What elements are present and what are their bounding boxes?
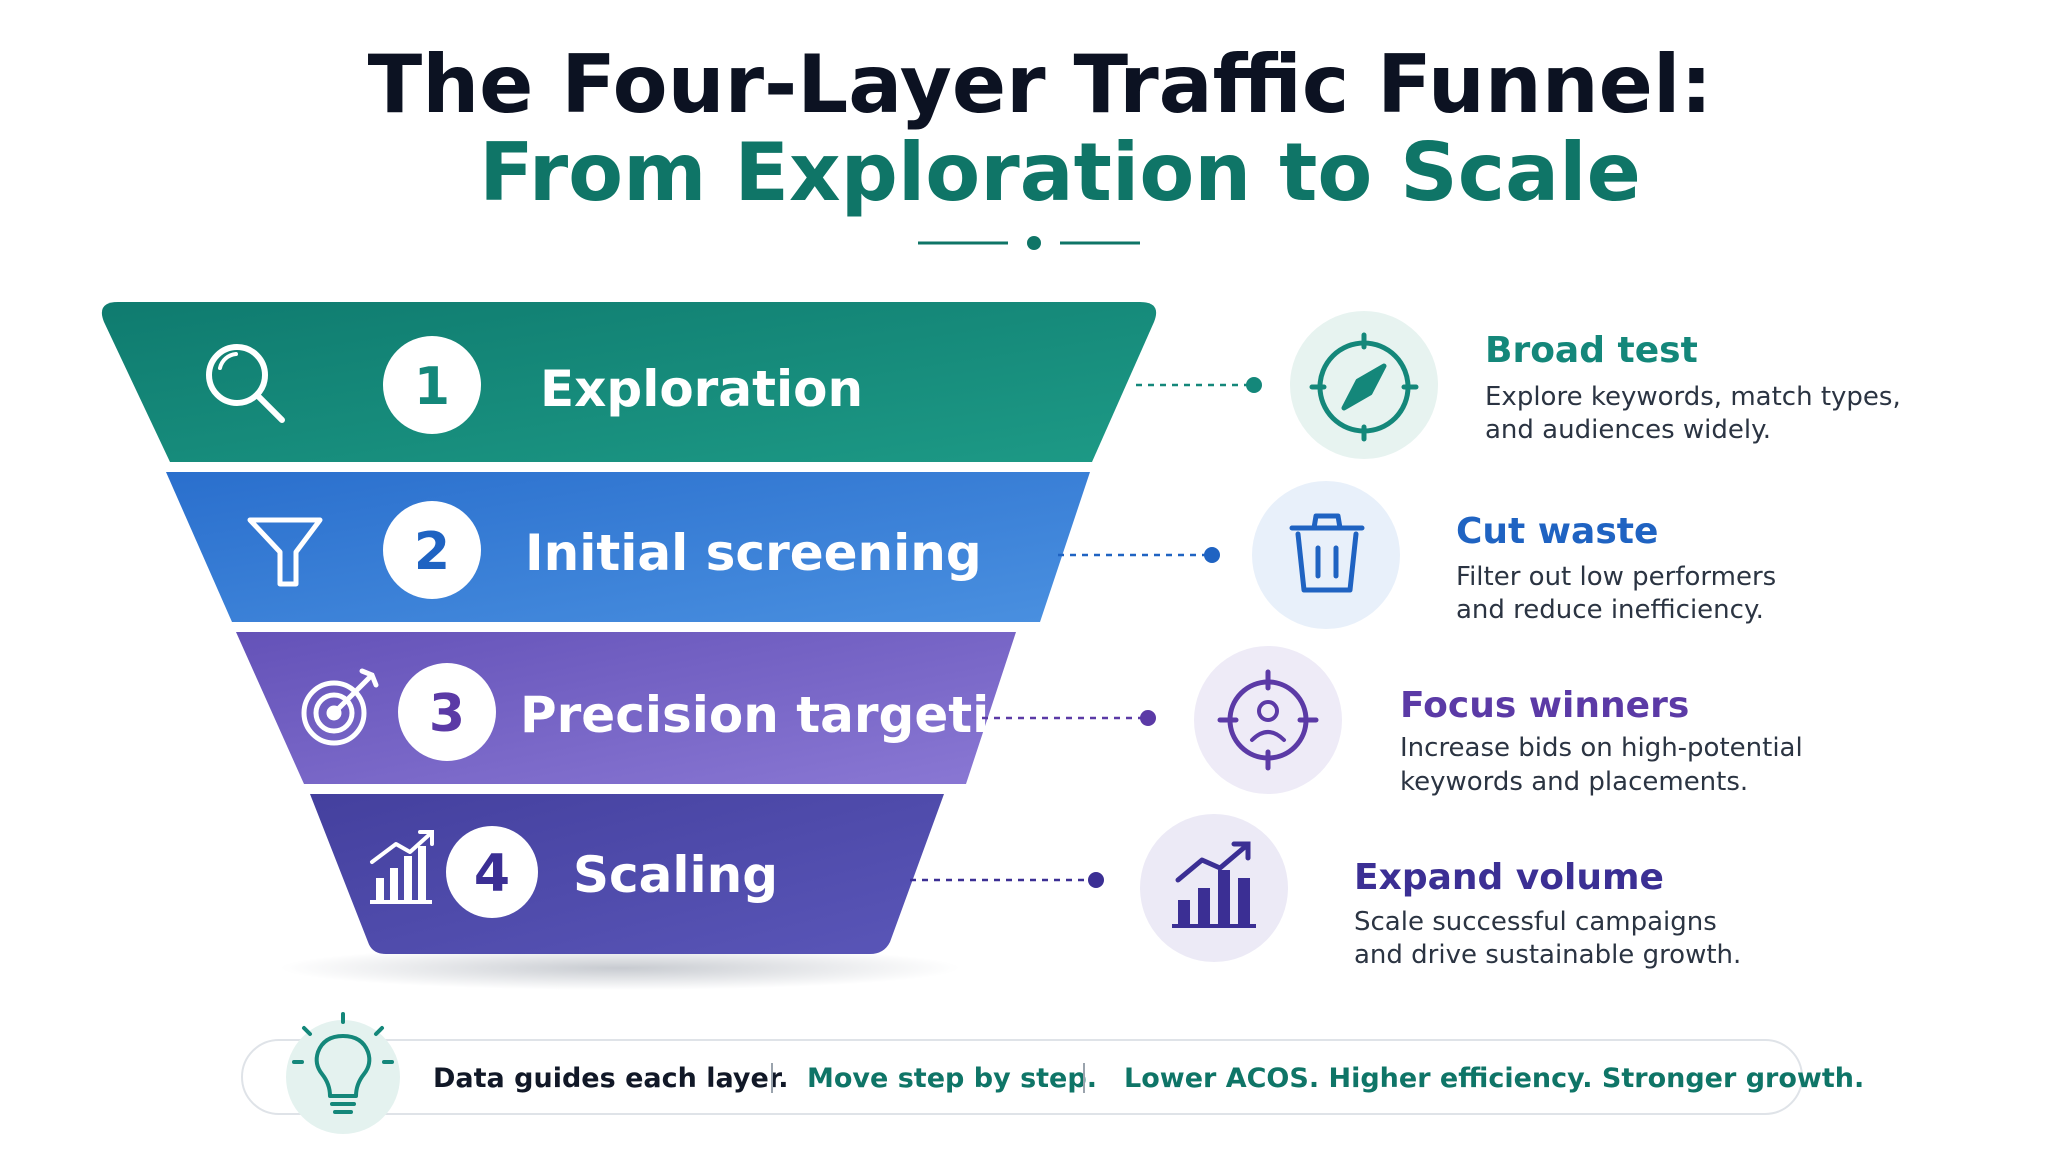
connector-3: [982, 710, 1156, 726]
connector-4: [910, 872, 1104, 888]
step-number-badge: [383, 336, 481, 434]
detail-heading: Expand volume: [1354, 857, 1664, 898]
layer-label: Exploration: [540, 360, 863, 418]
layer-label: Scaling: [573, 846, 778, 904]
funnel-shadow: [280, 946, 960, 990]
detail-icon-circle: [1252, 481, 1400, 629]
step-number: 4: [474, 844, 510, 904]
step-number: 1: [414, 357, 450, 417]
layer-label: Initial screening: [525, 524, 982, 582]
detail-heading: Broad test: [1485, 330, 1698, 371]
layer-label: Precision targeting: [520, 686, 1061, 744]
detail-3: Focus winners Increase bids on high-pote…: [1194, 646, 1803, 797]
detail-heading: Focus winners: [1400, 685, 1689, 726]
footer-banner: Data guides each layer. Move step by ste…: [241, 1012, 1864, 1134]
detail-2: Cut waste Filter out low performers and …: [1252, 481, 1776, 629]
funnel-layer-3: 3 Precision targeting: [236, 632, 1061, 784]
footer-icon-circle: [286, 1020, 400, 1134]
footer-text-data: Data guides each layer.: [433, 1063, 789, 1094]
target-arrow-icon: [301, 668, 379, 746]
funnel-layer-1: 1 Exploration: [101, 302, 1157, 462]
detail-description-line: and reduce inefficiency.: [1456, 595, 1764, 625]
crosshair-user-icon: [1217, 669, 1319, 771]
step-number: 3: [429, 684, 465, 744]
page-subtitle: From Exploration to Scale: [479, 126, 1641, 219]
detail-4: Expand volume Scale successful campaigns…: [1140, 814, 1741, 970]
title-divider: [918, 236, 1140, 250]
filter-icon: [247, 517, 323, 587]
funnel-layer-4: 4 Scaling: [310, 794, 944, 954]
step-number: 2: [414, 522, 450, 582]
footer-text-steps: Move step by step.: [807, 1063, 1097, 1094]
detail-description-line: and audiences widely.: [1485, 415, 1771, 445]
compass-icon: [1309, 332, 1419, 442]
detail-description-line: Explore keywords, match types,: [1485, 382, 1901, 412]
connector-2: [1058, 547, 1220, 563]
step-number-badge: [383, 501, 481, 599]
detail-icon-circle: [1140, 814, 1288, 962]
trend-chart-icon: [1172, 841, 1256, 928]
detail-description-line: Scale successful campaigns: [1354, 907, 1717, 937]
detail-description-line: keywords and placements.: [1400, 767, 1748, 797]
connector-1: [1136, 377, 1262, 393]
detail-description-line: Increase bids on high-potential: [1400, 733, 1803, 763]
bar-growth-icon: [370, 830, 434, 904]
funnel-layer-2: 2 Initial screening: [166, 472, 1090, 622]
footer-text-outcome: Lower ACOS. Higher efficiency. Stronger …: [1124, 1063, 1864, 1094]
page-title: The Four-Layer Traffic Funnel:: [368, 38, 1713, 131]
step-number-badge: [446, 826, 538, 918]
detail-description-line: Filter out low performers: [1456, 562, 1776, 592]
lightbulb-icon: [292, 1012, 394, 1114]
detail-1: Broad test Explore keywords, match types…: [1290, 311, 1901, 459]
trash-icon: [1289, 513, 1365, 593]
detail-description-line: and drive sustainable growth.: [1354, 940, 1741, 970]
search-icon: [206, 344, 285, 423]
step-number-badge: [398, 663, 496, 761]
detail-heading: Cut waste: [1456, 511, 1658, 552]
